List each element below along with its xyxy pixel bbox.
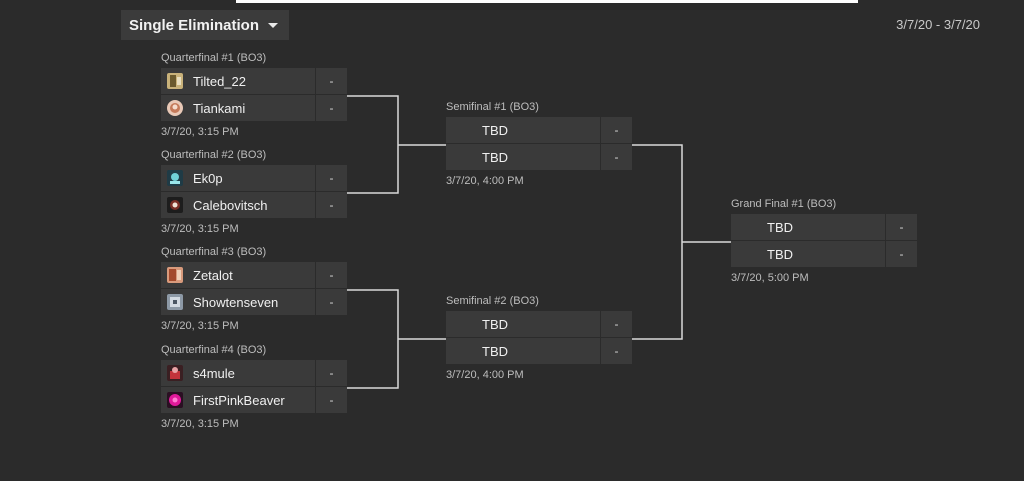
- participant-row[interactable]: TBD -: [446, 117, 632, 144]
- match-semifinal-1: Semifinal #1 (BO3) TBD - TBD - 3/7/20, 4…: [446, 101, 632, 187]
- participant-name: TBD: [767, 246, 793, 262]
- ek0p-avatar-icon: [167, 170, 183, 186]
- match-quarterfinal-3: Quarterfinal #3 (BO3) Zetalot - Showtens…: [161, 246, 347, 332]
- participant-row[interactable]: TBD -: [731, 214, 917, 241]
- match-title: Quarterfinal #1 (BO3): [161, 52, 267, 64]
- participant-score: -: [600, 311, 632, 337]
- participant-score: -: [315, 360, 347, 386]
- zetalot-avatar-icon: [167, 267, 183, 283]
- match-quarterfinal-2: Quarterfinal #2 (BO3) Ek0p - Calebovitsc…: [161, 149, 347, 235]
- participant-score: -: [315, 387, 347, 413]
- tilted-avatar-icon: [167, 73, 183, 89]
- format-dropdown-label: Single Elimination: [129, 16, 260, 34]
- calebovitsch-avatar-icon: [167, 197, 183, 213]
- participant-row[interactable]: TBD -: [731, 241, 917, 268]
- participant-name: TBD: [482, 122, 508, 138]
- participant-row[interactable]: Tilted_22 -: [161, 68, 347, 95]
- tiankami-avatar-icon: [167, 100, 183, 116]
- participant-row[interactable]: s4mule -: [161, 360, 347, 387]
- match-title: Quarterfinal #3 (BO3): [161, 246, 267, 258]
- participant-name: TBD: [767, 219, 793, 235]
- connector-sf1-sf2: [632, 144, 732, 340]
- participant-score: -: [885, 214, 917, 240]
- participant-row[interactable]: TBD -: [446, 311, 632, 338]
- participant-row[interactable]: Tiankami -: [161, 95, 347, 122]
- participant-score: -: [885, 241, 917, 267]
- participant-score: -: [315, 289, 347, 315]
- match-time: 3/7/20, 4:00 PM: [446, 175, 524, 187]
- match-semifinal-2: Semifinal #2 (BO3) TBD - TBD - 3/7/20, 4…: [446, 295, 632, 381]
- participant-name: TBD: [482, 316, 508, 332]
- match-time: 3/7/20, 4:00 PM: [446, 369, 524, 381]
- participant-name: TBD: [482, 149, 508, 165]
- participant-row[interactable]: Showtenseven -: [161, 289, 347, 316]
- participant-name: Tiankami: [193, 100, 246, 116]
- participant-row[interactable]: Zetalot -: [161, 262, 347, 289]
- match-title: Grand Final #1 (BO3): [731, 198, 837, 210]
- chevron-down-icon: [268, 23, 278, 28]
- participant-row[interactable]: TBD -: [446, 338, 632, 365]
- participant-score: -: [315, 262, 347, 288]
- participant-score: -: [315, 165, 347, 191]
- match-time: 3/7/20, 3:15 PM: [161, 418, 239, 430]
- participant-name: Zetalot: [193, 267, 233, 283]
- match-time: 3/7/20, 3:15 PM: [161, 126, 239, 138]
- participant-name: Ek0p: [193, 170, 223, 186]
- participant-score: -: [315, 192, 347, 218]
- participant-row[interactable]: TBD -: [446, 144, 632, 171]
- match-time: 3/7/20, 3:15 PM: [161, 320, 239, 332]
- match-quarterfinal-1: Quarterfinal #1 (BO3) Tilted_22 - Tianka…: [161, 52, 347, 138]
- participant-score: -: [600, 117, 632, 143]
- participant-score: -: [600, 144, 632, 170]
- connector-qf3-qf4: [347, 289, 447, 389]
- format-dropdown[interactable]: Single Elimination: [121, 10, 289, 40]
- participant-row[interactable]: Ek0p -: [161, 165, 347, 192]
- firstpinkbeaver-avatar-icon: [167, 392, 183, 408]
- participant-name: Tilted_22: [193, 73, 246, 89]
- connector-qf1-qf2: [347, 95, 447, 194]
- match-time: 3/7/20, 5:00 PM: [731, 272, 809, 284]
- s4mule-avatar-icon: [167, 365, 183, 381]
- match-quarterfinal-4: Quarterfinal #4 (BO3) s4mule - FirstPink…: [161, 344, 347, 430]
- participant-name: s4mule: [193, 365, 235, 381]
- showtenseven-avatar-icon: [167, 294, 183, 310]
- participant-name: Showtenseven: [193, 294, 279, 310]
- top-strip: [236, 0, 858, 3]
- match-title: Semifinal #2 (BO3): [446, 295, 539, 307]
- participant-score: -: [600, 338, 632, 364]
- match-title: Quarterfinal #4 (BO3): [161, 344, 267, 356]
- match-grand-final-1: Grand Final #1 (BO3) TBD - TBD - 3/7/20,…: [731, 198, 917, 284]
- participant-row[interactable]: Calebovitsch -: [161, 192, 347, 219]
- participant-name: Calebovitsch: [193, 197, 268, 213]
- match-time: 3/7/20, 3:15 PM: [161, 223, 239, 235]
- match-title: Quarterfinal #2 (BO3): [161, 149, 267, 161]
- participant-name: TBD: [482, 343, 508, 359]
- participant-score: -: [315, 95, 347, 121]
- participant-row[interactable]: FirstPinkBeaver -: [161, 387, 347, 414]
- date-range: 3/7/20 - 3/7/20: [896, 17, 980, 32]
- participant-name: FirstPinkBeaver: [193, 392, 285, 408]
- match-title: Semifinal #1 (BO3): [446, 101, 539, 113]
- participant-score: -: [315, 68, 347, 94]
